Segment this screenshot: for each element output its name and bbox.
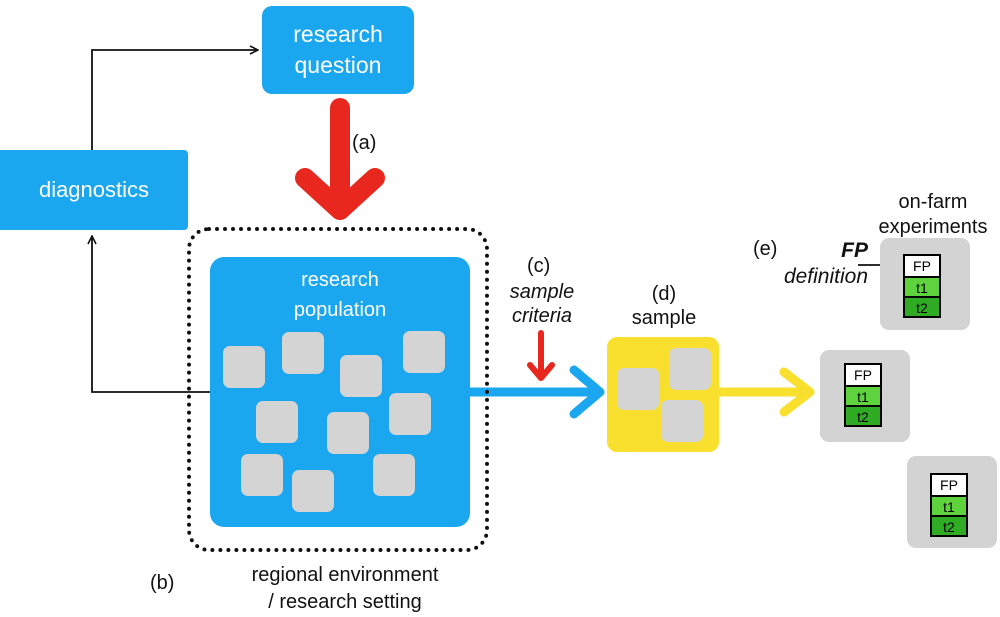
population-unit [292,470,334,512]
yellow-arrow [714,367,815,417]
research-population-line1: research [301,269,379,291]
population-unit [256,401,298,443]
research-question-line2: question [294,52,382,78]
fp-definition-line1: FP [841,239,868,262]
treatment-stack-1: FP t1 t2 [903,254,941,318]
t2-cell: t2 [932,515,966,535]
fp-definition-label: FP definition [752,238,868,290]
t1-cell: t1 [905,276,939,296]
treatment-stack-3: FP t1 t2 [930,473,968,537]
fp-cell: FP [932,475,966,495]
regional-environment-label: regional environment / research setting [205,562,485,616]
regional-environment-line1: regional environment [251,564,439,586]
sample-unit [617,368,659,410]
population-unit [389,393,431,435]
on-farm-experiments-label: on-farm experiments [866,190,1000,240]
sample-label: (d) sample [612,282,716,330]
regional-environment-line2: / research setting [268,591,422,613]
population-unit [340,355,382,397]
label-b: (b) [150,572,175,594]
research-population-title: research population [210,265,470,325]
red-arrow-c [527,330,555,381]
blue-arrow [465,365,605,419]
population-unit [223,346,265,388]
label-d: (d) [651,283,677,305]
population-unit [241,454,283,496]
t2-cell: t2 [905,296,939,316]
sample-unit [669,348,711,390]
diagnostics-to-question-line [91,50,258,150]
t1-cell: t1 [846,385,880,405]
sample-title: sample [631,307,697,329]
sample-criteria-line2: criteria [511,305,572,327]
treatment-stack-2: FP t1 t2 [844,363,882,427]
regional-environment-boundary [187,227,489,552]
population-unit [373,454,415,496]
population-unit [282,332,324,374]
t2-cell: t2 [846,405,880,425]
research-question-line1: research [293,21,383,47]
label-a: (a) [352,132,377,154]
t1-cell: t1 [932,495,966,515]
population-unit [327,412,369,454]
research-question-box: research question [262,6,414,94]
fp-definition-line2: definition [783,265,868,288]
on-farm-line1: on-farm [898,191,968,213]
diagnostics-box: diagnostics [0,150,188,230]
label-c: (c) [527,255,551,277]
fp-cell: FP [846,365,880,385]
label-e: (e) [753,238,778,260]
research-population-line2: population [293,299,387,321]
on-farm-line2: experiments [878,216,988,238]
red-arrow-a [295,98,385,220]
fp-cell: FP [905,256,939,276]
population-to-diagnostics-line [92,236,210,393]
sample-criteria-label: sample criteria [490,280,594,328]
sample-unit [661,400,703,442]
population-unit [403,331,445,373]
sample-criteria-line1: sample [509,281,575,303]
diagnostics-label: diagnostics [38,177,150,202]
